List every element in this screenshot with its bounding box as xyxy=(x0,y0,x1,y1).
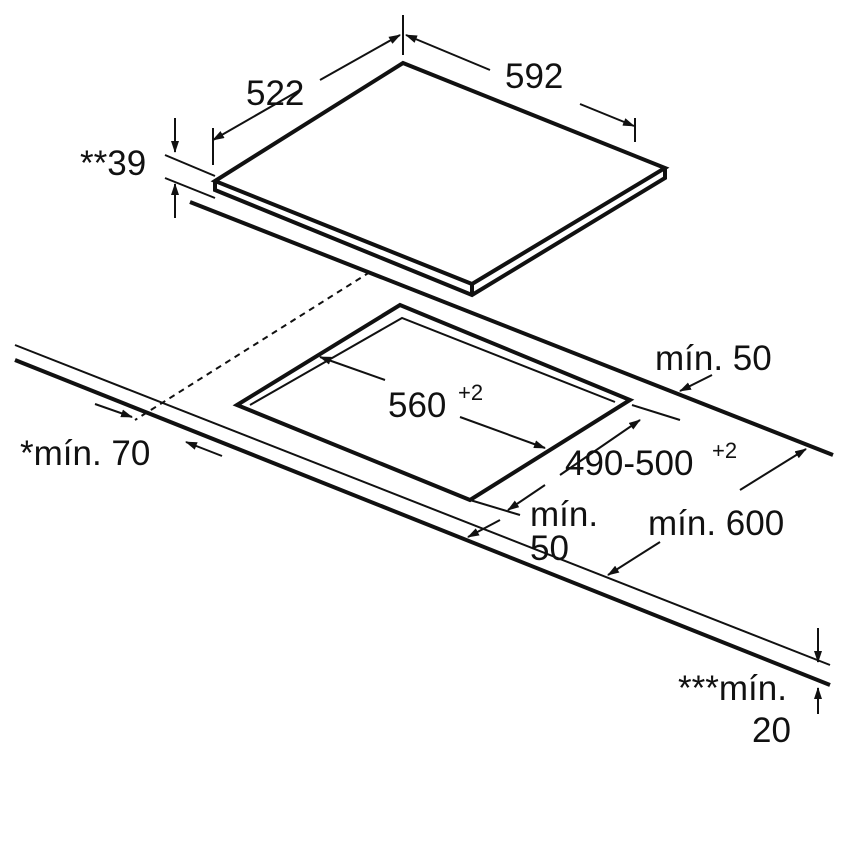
min-worktop-thickness-label-2: 20 xyxy=(752,711,791,750)
min-side-distance-label: *mín. 70 xyxy=(20,434,150,473)
hob-width-label: 592 xyxy=(505,57,563,96)
min-worktop-depth-label: mín. 600 xyxy=(648,504,784,543)
cutout xyxy=(232,302,635,503)
hob-depth-label: 522 xyxy=(246,74,304,113)
hob-height-label: **39 xyxy=(80,144,146,183)
min-front-distance-label-2: 50 xyxy=(530,529,569,568)
min-back-distance-label: mín. 50 xyxy=(655,339,772,378)
cutout-width-label: 560 xyxy=(388,386,446,425)
cutout-depth-label: 490-500 xyxy=(565,444,693,483)
dimension-lines xyxy=(94,15,822,714)
min-front-distance-label-1: mín. xyxy=(530,495,598,534)
worktop xyxy=(14,200,834,687)
cutout-depth-tolerance: +2 xyxy=(712,438,737,463)
hob xyxy=(210,60,670,298)
cutout-width-tolerance: +2 xyxy=(458,380,483,405)
min-worktop-thickness-label-1: ***mín. xyxy=(678,669,787,708)
